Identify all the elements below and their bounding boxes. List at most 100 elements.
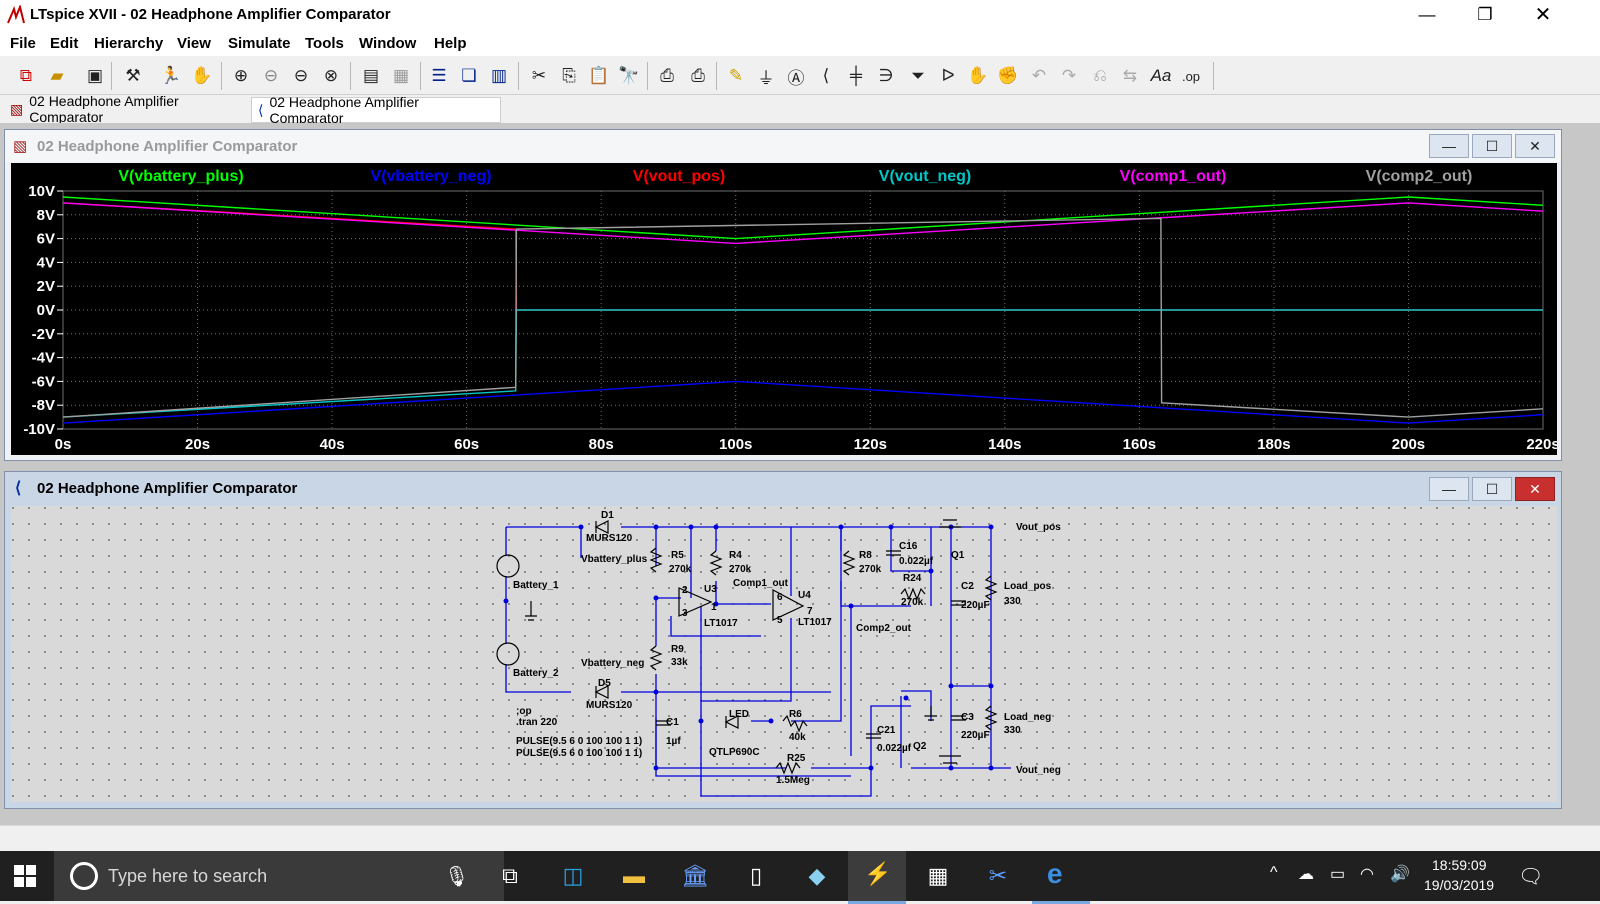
save-icon[interactable]: ▣ <box>86 66 104 85</box>
control-panel-icon[interactable]: ⚒ <box>125 66 141 85</box>
tile-horizontal-icon[interactable]: ☰ <box>431 66 447 85</box>
schematic-label[interactable]: QTLP690C <box>709 747 760 758</box>
file-explorer-icon[interactable]: ▬ <box>623 863 645 888</box>
schematic-label[interactable]: 330 <box>1004 725 1021 736</box>
grid-icon[interactable]: ▦ <box>392 66 410 85</box>
schematic-label[interactable]: 3 <box>682 608 688 619</box>
bank-icon[interactable]: 🏛 <box>681 863 709 888</box>
schematic-label[interactable]: Battery_2 <box>513 668 559 679</box>
legend-entry[interactable]: V(vout_pos) <box>633 168 725 185</box>
snipping-tool-icon[interactable]: ✂ <box>988 863 1008 888</box>
menu-edit[interactable]: Edit <box>50 35 79 52</box>
schematic-label[interactable]: 1.5Meg <box>776 775 810 786</box>
schematic-label[interactable]: 1 <box>711 602 717 613</box>
legend-entry[interactable]: V(comp2_out) <box>1366 168 1473 185</box>
edge-taskbar-button[interactable]: e <box>1032 851 1090 904</box>
schematic-label[interactable]: U3 <box>704 584 717 595</box>
schematic-label[interactable]: LT1017 <box>704 618 738 629</box>
menu-view[interactable]: View <box>177 35 211 52</box>
schematic-label[interactable]: 220µF <box>961 600 990 611</box>
schematic-label[interactable]: 1µf <box>666 736 681 747</box>
find-icon[interactable]: 🔭 <box>618 66 640 85</box>
schematic-label[interactable]: C3 <box>961 712 974 723</box>
print-icon[interactable]: ⎙ <box>660 66 674 85</box>
schematic-label[interactable]: R5 <box>671 550 684 561</box>
schematic-label[interactable]: Vbattery_plus <box>581 554 648 565</box>
schematic-label[interactable]: PULSE(9.5 6 0 100 100 1 1) <box>516 748 642 759</box>
zoom-out-icon[interactable]: ⊖ <box>263 66 279 85</box>
series-line-v-vout-neg-[interactable] <box>62 309 1543 418</box>
menu-hierarchy[interactable]: Hierarchy <box>94 35 164 52</box>
schematic-label[interactable]: U4 <box>798 590 811 601</box>
schematic-label[interactable]: D1 <box>601 510 614 521</box>
schematic-label[interactable]: LT1017 <box>798 617 832 628</box>
plot-minimize-button[interactable]: — <box>1429 134 1469 158</box>
spice-directive-icon[interactable]: .op <box>1181 68 1201 84</box>
legend-entry[interactable]: V(vout_neg) <box>879 168 971 185</box>
schematic-label[interactable]: Q1 <box>951 550 965 561</box>
schematic-label[interactable]: PULSE(9.5 6 0 100 100 1 1) <box>516 736 642 747</box>
schematic-label[interactable]: 33k <box>671 657 688 668</box>
halt-icon[interactable]: ✋ <box>191 66 213 85</box>
print-preview-icon[interactable]: ⎙ <box>691 66 705 85</box>
plot-maximize-button[interactable]: ☐ <box>1472 134 1512 158</box>
notepad-icon[interactable]: ◆ <box>808 863 826 888</box>
tile-vertical-icon[interactable]: ▥ <box>490 66 508 85</box>
series-line-v-comp1-out-[interactable] <box>62 202 1544 245</box>
schematic-label[interactable]: MURS120 <box>586 533 633 544</box>
redo-icon[interactable]: ↷ <box>1061 66 1077 85</box>
mic-icon[interactable]: 🎙 <box>444 866 470 888</box>
zoom-in-icon[interactable]: ⊕ <box>233 66 249 85</box>
restore-button[interactable]: ❐ <box>1456 0 1514 30</box>
legend-entry[interactable]: V(vbattery_plus) <box>118 168 243 185</box>
schematic-label[interactable]: MURS120 <box>586 700 633 711</box>
move-icon[interactable]: ✋ <box>967 66 989 85</box>
schematic-canvas[interactable]: D1MURS120Vbattery_plusBattery_1Battery_2… <box>11 506 1557 802</box>
inductor-icon[interactable]: ∋ <box>878 66 894 85</box>
menu-tools[interactable]: Tools <box>305 35 344 52</box>
legend-entry[interactable]: V(comp1_out) <box>1120 168 1227 185</box>
schematic-label[interactable]: 5 <box>777 615 783 626</box>
schematic-label[interactable]: 6 <box>777 592 783 603</box>
diode-icon[interactable]: ⏷ <box>911 66 925 85</box>
zoom-cancel-icon[interactable]: ⊗ <box>323 66 339 85</box>
calculator-icon[interactable]: ▦ <box>927 863 949 888</box>
menu-help[interactable]: Help <box>434 35 467 52</box>
component-icon[interactable]: ᐅ <box>941 66 955 85</box>
series-line-v-vbattery-plus-[interactable] <box>62 196 1544 240</box>
schematic-label[interactable]: R9 <box>671 644 684 655</box>
resistor-icon[interactable]: ⟨ <box>822 66 830 85</box>
schematic-minimize-button[interactable]: — <box>1429 477 1469 501</box>
schematic-label[interactable]: R4 <box>729 550 742 561</box>
schematic-label[interactable]: R24 <box>903 573 922 584</box>
schematic-label[interactable]: 270k <box>901 597 924 608</box>
schematic-label[interactable]: 330 <box>1004 596 1021 607</box>
schematic-label[interactable]: .tran 220 <box>516 717 558 728</box>
drag-icon[interactable]: ✊ <box>997 66 1019 85</box>
schematic-label[interactable]: C2 <box>961 581 974 592</box>
schematic-maximize-button[interactable]: ☐ <box>1472 477 1512 501</box>
schematic-label[interactable]: Load_pos <box>1004 581 1052 592</box>
schematic-label[interactable]: R25 <box>787 753 806 764</box>
tab-schematic[interactable]: ⟨ 02 Headphone Amplifier Comparator <box>251 94 501 126</box>
schematic-label[interactable]: Vout_neg <box>1016 765 1061 776</box>
menu-simulate[interactable]: Simulate <box>228 35 291 52</box>
label-icon[interactable]: Ⓐ <box>787 68 805 88</box>
battery-icon[interactable]: ▭ <box>1330 866 1346 883</box>
ltspice-taskbar-button[interactable]: ⚡ <box>848 851 906 904</box>
mirror-icon[interactable]: ⇆ <box>1122 66 1138 85</box>
minimize-button[interactable]: — <box>1398 0 1456 30</box>
clock-date[interactable]: 19/03/2019 <box>1424 877 1495 893</box>
new-schematic-icon[interactable]: ⧉ <box>19 66 33 85</box>
tab-waveform[interactable]: ▧ 02 Headphone Amplifier Comparator <box>4 93 256 125</box>
schematic-label[interactable]: R8 <box>859 550 872 561</box>
schematic-label[interactable]: 7 <box>807 606 813 617</box>
schematic-label[interactable]: Vbattery_neg <box>581 658 644 669</box>
schematic-label[interactable]: 270k <box>859 564 882 575</box>
task-view-icon[interactable]: ⧉ <box>502 863 518 888</box>
legend-entry[interactable]: V(vbattery_neg) <box>371 168 492 185</box>
schematic-label[interactable]: Vout_pos <box>1016 522 1061 533</box>
capacitor-icon[interactable]: ╪ <box>849 66 863 85</box>
document-icon[interactable]: ▯ <box>749 863 763 888</box>
